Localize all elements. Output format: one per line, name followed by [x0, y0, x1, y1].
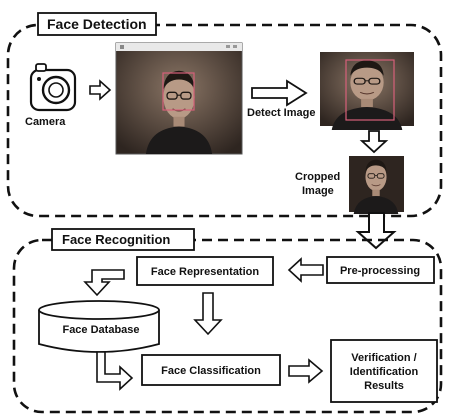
arrow-left-icon: [287, 257, 324, 283]
arrow-right-icon: [288, 358, 324, 384]
arrow-right-icon: [89, 79, 112, 101]
detection-box: [162, 72, 195, 111]
cropped-label-line2: Image: [302, 185, 334, 197]
arrow-right-icon: [96, 351, 134, 391]
face-recognition-border: [12, 238, 443, 414]
face-detection-border: [6, 23, 443, 218]
arrow-right-icon: [251, 79, 308, 107]
arrow-down-icon: [355, 212, 397, 250]
results-label-line1: Verification /: [351, 352, 416, 364]
face-representation-label: Face Representation: [151, 266, 259, 278]
face-classification-label: Face Classification: [161, 365, 261, 377]
arrow-down-icon: [193, 292, 223, 336]
camera-icon: [29, 63, 77, 112]
camera-label: Camera: [25, 116, 66, 128]
face-database-label: Face Database: [62, 324, 139, 336]
results-box: [330, 339, 438, 403]
face-representation-box: [136, 256, 274, 286]
face-recognition-title: Face Recognition: [62, 232, 170, 247]
cropped-label-line1: Cropped: [295, 171, 340, 183]
camera-capture-window: [115, 42, 243, 155]
arrow-down-icon: [359, 130, 389, 154]
results-label-line2: Identification: [350, 366, 419, 378]
arrow-down-icon: [83, 269, 125, 297]
results-label-line3: Results: [364, 380, 404, 392]
cropped-face-image: [349, 156, 404, 215]
face-detection-title-box: [37, 12, 157, 36]
face-recognition-section: Face Recognition Pre-processing Face Rep…: [12, 228, 443, 414]
face-recognition-title-box: [51, 228, 195, 251]
face-detection-section: Face Detection Camera Detect Image: [6, 12, 443, 218]
face-detection-title: Face Detection: [47, 16, 147, 32]
preprocessing-label: Pre-processing: [340, 265, 420, 277]
detect-image-label: Detect Image: [247, 107, 315, 119]
face-classification-box: [141, 354, 281, 386]
detected-face-image: [320, 52, 414, 131]
detection-box: [345, 59, 395, 121]
preprocessing-box: [326, 256, 435, 284]
